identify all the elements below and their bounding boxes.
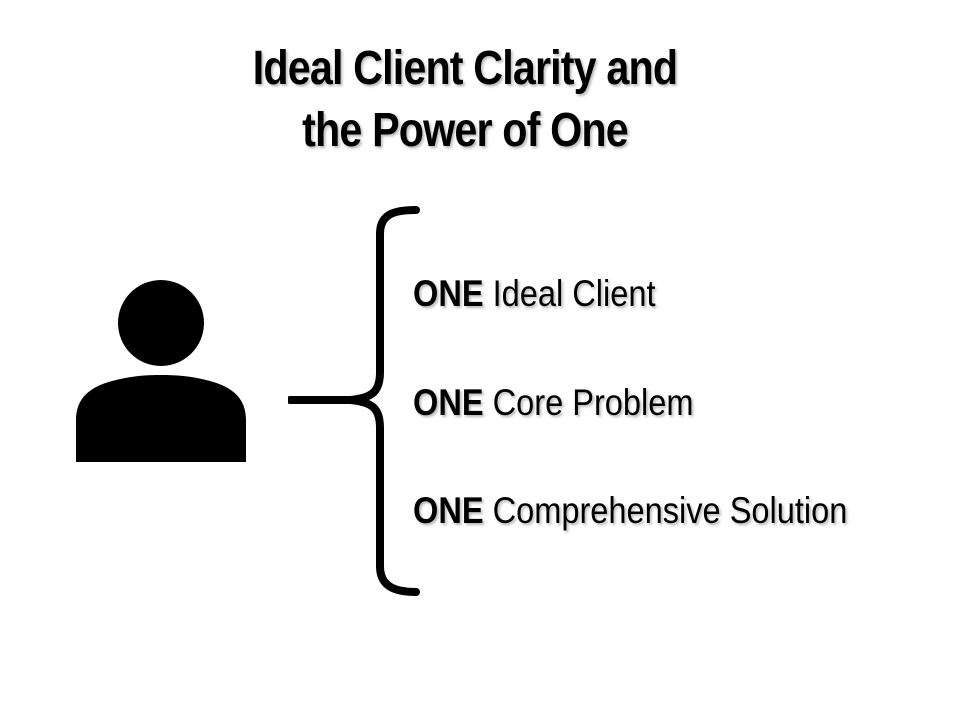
list-item-core-problem: ONE Core Problem bbox=[413, 381, 693, 425]
list-item-comprehensive-solution: ONE Comprehensive Solution bbox=[413, 489, 847, 533]
item-emphasis: ONE bbox=[413, 382, 484, 423]
list-item-ideal-client: ONE Ideal Client bbox=[413, 272, 656, 316]
person-icon bbox=[76, 280, 246, 462]
item-emphasis: ONE bbox=[413, 273, 484, 314]
page-title: Ideal Client Clarity and the Power of On… bbox=[65, 38, 865, 162]
title-line-1: Ideal Client Clarity and bbox=[252, 42, 678, 95]
item-text: Comprehensive Solution bbox=[492, 490, 848, 531]
item-text: Core Problem bbox=[492, 382, 694, 423]
item-text: Ideal Client bbox=[492, 273, 656, 314]
curly-brace-icon bbox=[288, 206, 420, 596]
item-emphasis: ONE bbox=[413, 490, 484, 531]
title-line-2: the Power of One bbox=[302, 104, 629, 157]
